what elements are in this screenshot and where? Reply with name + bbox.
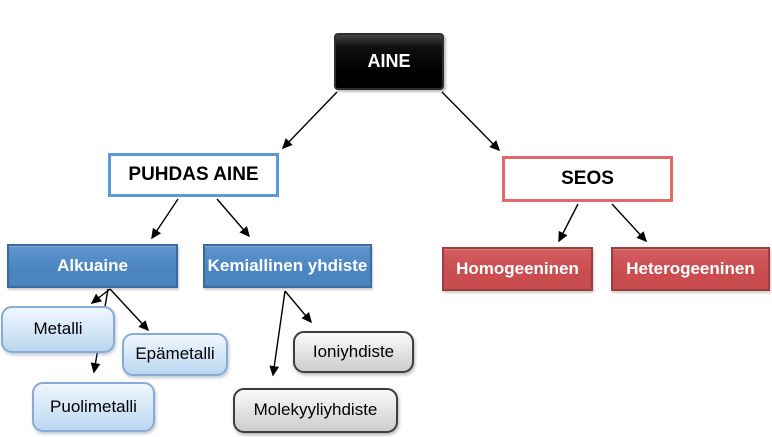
node-epametalli: Epämetalli	[122, 333, 228, 376]
edge-puhdas_aine-to-alkuaine	[151, 198, 179, 240]
node-puhdas-aine: PUHDAS AINE	[108, 153, 279, 197]
edge-alkuaine-to-epametalli	[109, 288, 150, 332]
node-alkuaine: Alkuaine	[7, 244, 178, 288]
node-aine: AINE	[334, 33, 444, 90]
edge-seos-to-homogeeninen	[558, 203, 579, 243]
edge-aine-to-puhdas_aine	[281, 91, 338, 150]
edge-alkuaine-to-metalli	[90, 288, 111, 304]
node-seos: SEOS	[502, 156, 673, 202]
node-molekyyliyhdiste: Molekyyliyhdiste	[233, 388, 398, 433]
edge-seos-to-heterogeeninen	[611, 203, 648, 243]
node-homogeeninen: Homogeeninen	[442, 247, 593, 291]
edge-kemiallinen_yhdiste-to-ioniyhdiste	[284, 290, 312, 324]
node-kemiallinen-yhdiste: Kemiallinen yhdiste	[203, 244, 372, 288]
edge-kemiallinen_yhdiste-to-molekyyliyhdiste	[269, 290, 286, 377]
edge-aine-to-seos	[441, 91, 501, 152]
node-ioniyhdiste: Ioniyhdiste	[293, 331, 414, 373]
node-heterogeeninen: Heterogeeninen	[611, 247, 770, 291]
edge-puhdas_aine-to-kemiallinen_yhdiste	[216, 198, 251, 238]
node-puolimetalli: Puolimetalli	[32, 382, 155, 432]
node-metalli: Metalli	[1, 306, 115, 353]
